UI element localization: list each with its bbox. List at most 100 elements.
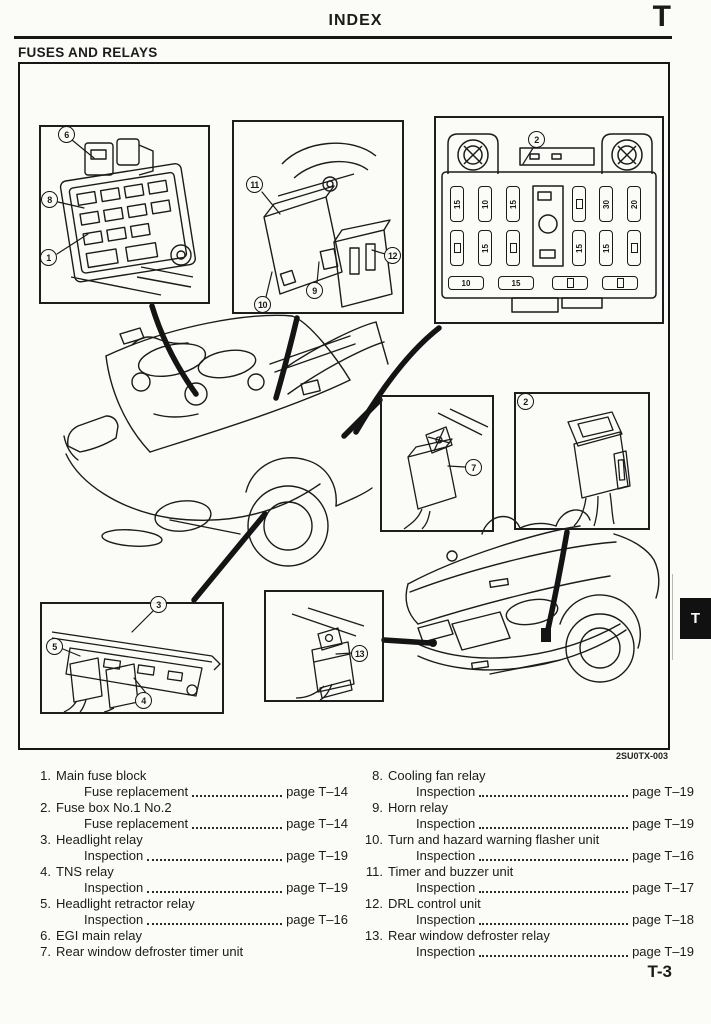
item-title: Headlight relay <box>56 832 143 847</box>
figure-code: 2SU0TX-003 <box>615 751 668 761</box>
section-thumb-tab: T <box>680 598 711 639</box>
callout-8: 8 <box>41 191 58 208</box>
item-title: Headlight retractor relay <box>56 896 195 911</box>
page-ref: page T–19 <box>632 816 694 831</box>
detail-box-fuse-box-connector <box>514 392 650 530</box>
fuse-blank <box>450 230 464 266</box>
fuse-blank <box>572 186 586 222</box>
callout-2-panel: 2 <box>528 131 545 148</box>
fuse-10a: 10 <box>448 276 484 290</box>
page-ref: page T–14 <box>286 784 348 799</box>
fuse-20a: 20 <box>627 186 641 222</box>
fuse-blank <box>506 230 520 266</box>
page-ref: page T–16 <box>286 912 348 927</box>
item-subentry: Inspection <box>84 912 144 927</box>
item-subentry: Inspection <box>416 848 476 863</box>
item-title: Cooling fan relay <box>388 768 486 783</box>
fuse-blank <box>602 276 638 290</box>
dot-leader <box>147 923 283 925</box>
index-item: 7.Rear window defroster timer unit <box>26 944 348 960</box>
item-number: 4. <box>40 864 51 879</box>
item-subentry: Inspection <box>84 848 144 863</box>
callout-1: 1 <box>40 249 57 266</box>
header-rule <box>14 36 672 39</box>
item-number: 13. <box>364 928 383 943</box>
callout-10: 10 <box>254 296 271 313</box>
item-title: Timer and buzzer unit <box>388 864 514 879</box>
dot-leader <box>479 923 629 925</box>
item-title: Turn and hazard warning flasher unit <box>388 832 600 847</box>
item-subentry: Fuse replacement <box>84 816 189 831</box>
item-number: 9. <box>372 800 383 815</box>
callout-12: 12 <box>384 247 401 264</box>
item-subentry: Fuse replacement <box>84 784 189 799</box>
dot-leader <box>479 955 629 957</box>
page-ref: page T–19 <box>632 944 694 959</box>
fuse-15a: 15 <box>572 230 586 266</box>
item-title: TNS relay <box>56 864 114 879</box>
detail-box-main-fuse-block <box>39 125 210 304</box>
page-ref: page T–19 <box>286 848 348 863</box>
dot-leader <box>479 827 629 829</box>
fuse-15a: 15 <box>599 230 613 266</box>
callout-5: 5 <box>46 638 63 655</box>
item-number: 8. <box>372 768 383 783</box>
page-title: INDEX <box>328 12 383 29</box>
dot-leader <box>192 827 283 829</box>
item-number: 5. <box>40 896 51 911</box>
item-number: 7. <box>40 944 51 959</box>
fuse-15a: 15 <box>506 186 520 222</box>
page-ref: page T–16 <box>632 848 694 863</box>
defroster-relay-drawing <box>266 592 382 700</box>
fuse-blank <box>552 276 588 290</box>
dot-leader <box>479 859 629 861</box>
callout-3: 3 <box>150 596 167 613</box>
item-title: Fuse box No.1 No.2 <box>56 800 172 815</box>
scan-edge-line <box>672 574 673 660</box>
item-number: 1. <box>40 768 51 783</box>
index-item: 6.EGI main relay <box>26 928 348 944</box>
dot-leader <box>147 859 283 861</box>
dot-leader <box>147 891 283 893</box>
callout-7: 7 <box>465 459 482 476</box>
item-subentry: Inspection <box>416 816 476 831</box>
callout-13: 13 <box>351 645 368 662</box>
item-title: DRL control unit <box>388 896 481 911</box>
callout-4: 4 <box>135 692 152 709</box>
dot-leader <box>479 795 629 797</box>
item-title: EGI main relay <box>56 928 142 943</box>
section-heading: FUSES AND RELAYS <box>18 45 158 60</box>
section-letter: T <box>652 0 671 33</box>
fuse-15a: 15 <box>478 230 492 266</box>
item-subentry: Inspection <box>84 880 144 895</box>
detail-box-relay-bracket <box>40 602 224 714</box>
detail-box-defroster-relay <box>264 590 384 702</box>
item-number: 2. <box>40 800 51 815</box>
item-subentry: Inspection <box>416 784 476 799</box>
item-subentry: Inspection <box>416 912 476 927</box>
item-number: 11. <box>365 864 383 879</box>
item-subentry: Inspection <box>416 880 476 895</box>
dot-leader <box>192 795 283 797</box>
fuse-panel-drawing <box>436 118 662 322</box>
item-number: 3. <box>40 832 51 847</box>
page-ref: page T–18 <box>632 912 694 927</box>
defroster-timer-drawing <box>382 397 492 530</box>
figure-line-art <box>20 64 668 748</box>
page-ref: page T–19 <box>286 880 348 895</box>
callout-11: 11 <box>246 176 263 193</box>
detail-box-relay-cluster <box>232 120 404 314</box>
relay-bracket-drawing <box>42 604 222 712</box>
page-ref: page T–17 <box>632 880 694 895</box>
fuse-10a: 10 <box>478 186 492 222</box>
